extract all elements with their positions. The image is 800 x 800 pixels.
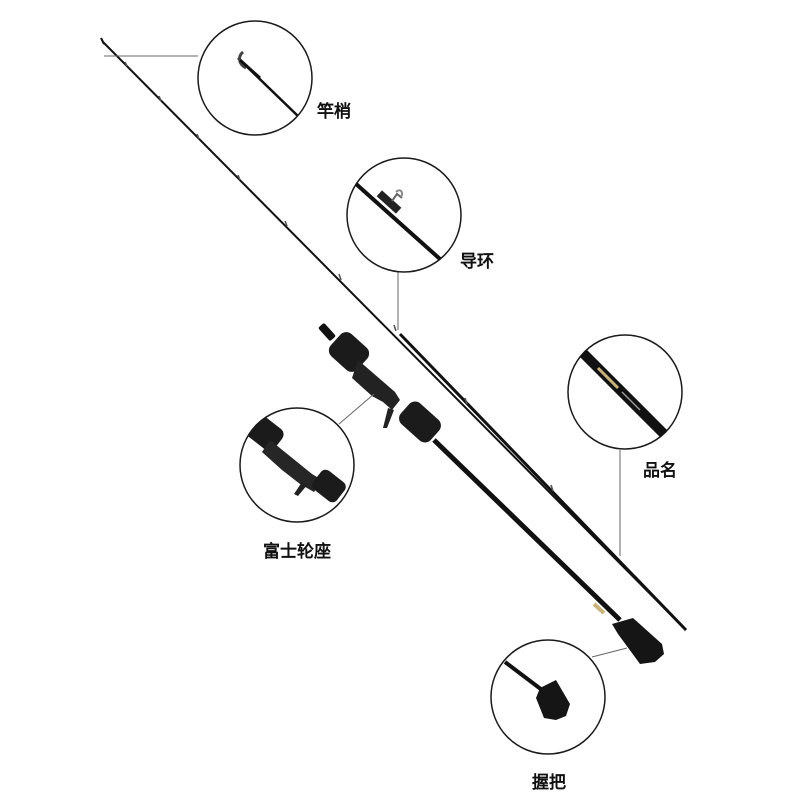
callout-line-seat [338,393,375,425]
rod-blank-logo-closeup-icon [596,366,620,390]
guide-icon [284,220,288,227]
tip-label: 竿梢 [317,102,351,122]
tip-top-icon [100,37,105,45]
reel-seat-body [352,360,400,410]
line-guide-closeup-icon [391,192,403,202]
rod-decal [592,602,606,615]
grip-detail-circle [490,639,606,755]
guide-icon [393,324,397,332]
reel-seat-detail-circle [239,407,355,523]
callout-line-grip [591,647,628,658]
butt-grip [612,618,664,664]
rod-handle-section [318,323,664,664]
reel-seat-label: 富士轮座 [263,542,331,562]
guide-icon [338,273,342,281]
tip-detail-circle [197,20,313,136]
reel-seat-closeup-icon [262,440,322,492]
guides [124,61,554,492]
fore-grip [399,401,441,443]
trigger [383,408,394,428]
guide-label: 导环 [460,252,494,272]
guide-icon [158,95,162,102]
guide-icon [196,133,200,140]
rod-blank-handle [432,438,622,622]
callout-lines [104,55,628,658]
rod-blank-upper [102,41,687,631]
guide-icon [550,484,554,492]
guide-icon [124,61,128,67]
rod-tip-section [100,37,688,632]
grip-label: 握把 [532,773,566,793]
model-detail-circle [567,334,683,450]
rod-blank-lower-thick [398,332,688,632]
rear-grip-closeup-icon [536,680,570,720]
rod-tip-closeup-icon [238,50,247,70]
model-name-label: 品名 [643,461,677,481]
guide-icon [464,397,468,405]
butt-cap [318,323,336,341]
guide-icon [237,174,241,181]
guide-detail-circle [346,157,462,273]
